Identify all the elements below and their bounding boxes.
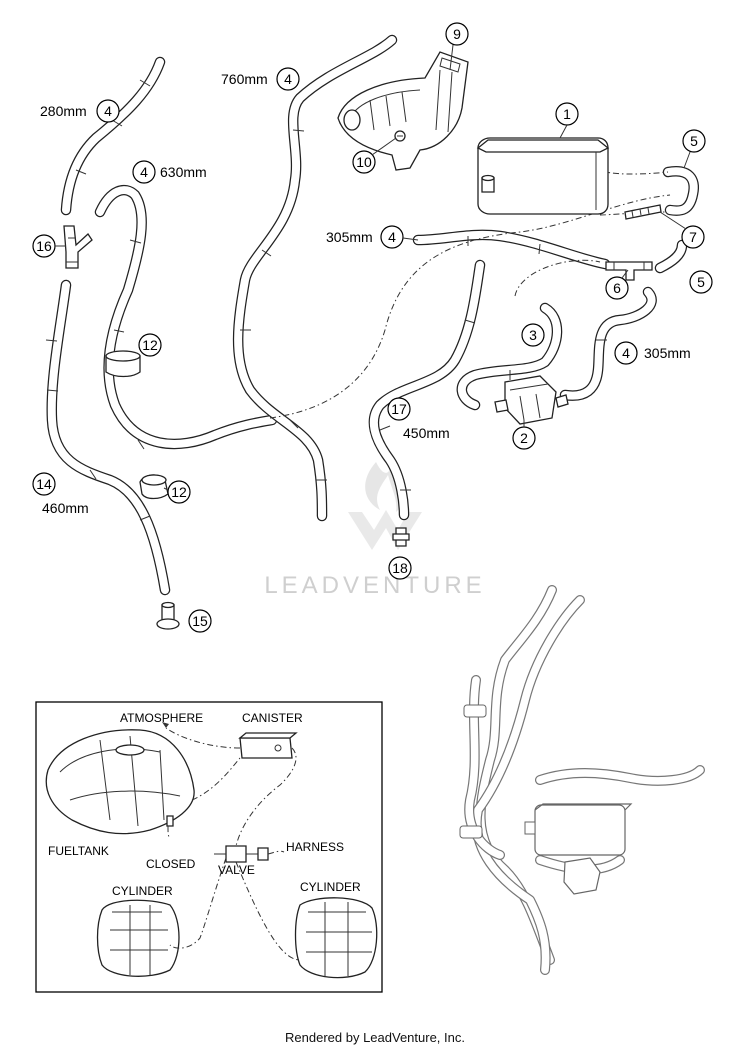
callout-2-label: 2 <box>520 430 528 446</box>
dim-460: 460mm <box>42 500 89 516</box>
assembled-overview <box>459 585 705 975</box>
y-connector-16 <box>63 225 93 269</box>
callout-3: 3 <box>521 323 545 347</box>
inset-valve <box>214 845 269 863</box>
hose-clip-12-lower <box>139 474 169 500</box>
callout-5-upper: 5 <box>682 129 706 153</box>
dim-760: 760mm <box>221 71 268 87</box>
callout-5-lower: 5 <box>689 270 713 294</box>
dim-280: 280mm <box>40 103 87 119</box>
callout-12-lower-label: 12 <box>171 484 187 500</box>
callout-17-label: 17 <box>391 401 407 417</box>
inset-label-fueltank: FUELTANK <box>48 844 109 858</box>
callout-12-lower: 12 <box>167 480 191 504</box>
fitting-18 <box>392 527 410 547</box>
dimension-labels: 760mm 280mm 630mm 305mm 305mm 450mm 460m… <box>40 71 691 516</box>
fitting-7 <box>624 204 662 220</box>
callout-18-label: 18 <box>392 560 408 576</box>
fuel-tank-illustration <box>45 729 195 835</box>
inset-cylinder-right <box>294 897 378 979</box>
watermark-text: LEADVENTURE <box>264 572 485 599</box>
callout-16: 16 <box>32 234 56 258</box>
dim-450: 450mm <box>403 425 450 441</box>
inset-label-canister: CANISTER <box>242 711 303 725</box>
dim-630: 630mm <box>160 164 207 180</box>
inset-label-atmosphere: ATMOSPHERE <box>120 711 203 725</box>
callout-9-label: 9 <box>453 26 461 42</box>
valve-2 <box>494 375 569 425</box>
callout-16-label: 16 <box>36 238 52 254</box>
callout-7-label: 7 <box>689 229 697 245</box>
bracket-9 <box>337 51 469 171</box>
inset-label-cylinder-right: CYLINDER <box>300 880 361 894</box>
dim-305-upper: 305mm <box>326 229 373 245</box>
canister-1 <box>476 137 610 215</box>
inset-cylinder-left <box>96 899 180 977</box>
callout-4-760-label: 4 <box>284 71 292 87</box>
callout-15-label: 15 <box>192 613 208 629</box>
inset-label-closed: CLOSED <box>146 857 196 871</box>
t-connector-6 <box>605 261 653 281</box>
callout-12-upper: 12 <box>138 333 162 357</box>
callout-4-305-upper: 4 <box>380 225 404 249</box>
callout-4-305-lower: 4 <box>614 341 638 365</box>
callout-group: 9 4 4 1 5 10 4 7 4 16 6 5 3 12 4 17 2 14… <box>32 22 713 633</box>
callout-1-label: 1 <box>563 106 571 122</box>
inset-system-diagram: ATMOSPHERE CANISTER FUELTANK CLOSED VALV… <box>35 701 383 993</box>
callout-1: 1 <box>555 102 579 126</box>
callout-5-lower-label: 5 <box>697 274 705 290</box>
callout-4-305-upper-label: 4 <box>388 229 396 245</box>
callout-4-630: 4 <box>132 160 156 184</box>
dim-305-lower: 305mm <box>644 345 691 361</box>
callout-7: 7 <box>681 225 705 249</box>
inset-label-valve: VALVE <box>218 863 255 877</box>
callout-4-280: 4 <box>96 99 120 123</box>
watermark-logo <box>348 462 422 550</box>
callout-18: 18 <box>388 556 412 580</box>
callout-6: 6 <box>605 276 629 300</box>
callout-12-upper-label: 12 <box>142 337 158 353</box>
callout-14: 14 <box>32 472 56 496</box>
callout-4-760: 4 <box>276 67 300 91</box>
inset-canister <box>238 732 298 759</box>
callout-3-label: 3 <box>529 327 537 343</box>
callout-10: 10 <box>352 150 376 174</box>
callout-4-305-lower-label: 4 <box>622 345 630 361</box>
hose-group <box>45 34 699 596</box>
screw-10 <box>394 130 406 142</box>
callout-4-280-label: 4 <box>104 103 112 119</box>
hose-clip-12-upper <box>105 350 141 378</box>
inset-label-cylinder-left: CYLINDER <box>112 884 173 898</box>
callout-14-label: 14 <box>36 476 52 492</box>
callout-9: 9 <box>445 22 469 46</box>
callout-10-label: 10 <box>356 154 372 170</box>
callout-4-630-label: 4 <box>140 164 148 180</box>
inset-label-harness: HARNESS <box>286 840 344 854</box>
inset-closed-plug <box>166 815 174 827</box>
footer-credit: Rendered by LeadVenture, Inc. <box>285 1030 465 1045</box>
callout-6-label: 6 <box>613 280 621 296</box>
callout-5-upper-label: 5 <box>690 133 698 149</box>
callout-15: 15 <box>188 609 212 633</box>
callout-17: 17 <box>387 397 411 421</box>
plug-15 <box>156 601 180 630</box>
callout-2: 2 <box>512 426 536 450</box>
